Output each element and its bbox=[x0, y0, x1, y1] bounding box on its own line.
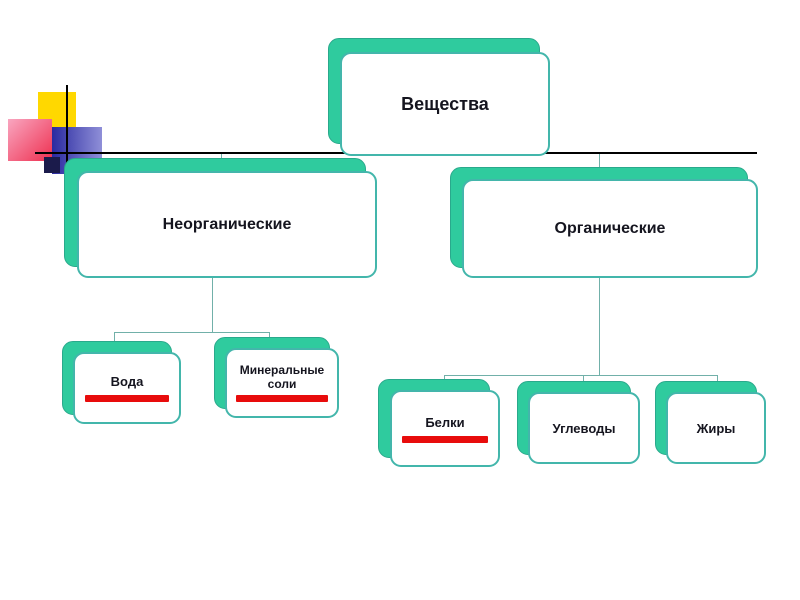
red-underline bbox=[402, 435, 488, 443]
node-mineral-salts: Минеральные соли bbox=[214, 337, 339, 418]
node-label: Вода bbox=[110, 374, 144, 389]
connector-line bbox=[599, 154, 600, 179]
node-face: Жиры bbox=[666, 392, 766, 464]
node-face: Вода bbox=[73, 352, 181, 424]
node-carbohydrates: Углеводы bbox=[517, 381, 640, 464]
connector-line bbox=[599, 278, 600, 375]
node-organic: Органические bbox=[450, 167, 758, 278]
node-inorganic: Неорганические bbox=[64, 158, 377, 278]
connector-line bbox=[444, 375, 718, 376]
connector-line bbox=[114, 332, 270, 333]
node-proteins: Белки bbox=[378, 379, 500, 467]
node-face: Вещества bbox=[340, 52, 550, 156]
decoration-square-navy bbox=[44, 157, 60, 173]
node-face: Минеральные соли bbox=[225, 348, 339, 418]
node-face: Неорганические bbox=[77, 171, 377, 278]
decoration-square-pink bbox=[8, 119, 52, 161]
node-fats: Жиры bbox=[655, 381, 766, 464]
red-underline bbox=[85, 395, 169, 402]
node-face: Белки bbox=[390, 390, 500, 467]
node-label: Белки bbox=[425, 414, 465, 430]
node-label: Вещества bbox=[401, 93, 489, 114]
node-water: Вода bbox=[62, 341, 181, 424]
node-label: Неорганические bbox=[162, 215, 292, 233]
node-label: Жиры bbox=[696, 420, 736, 436]
node-label: Органические bbox=[554, 219, 666, 237]
node-label: Углеводы bbox=[552, 420, 616, 436]
node-substances: Вещества bbox=[328, 38, 550, 158]
node-label: Минеральные соли bbox=[239, 362, 325, 391]
decoration-vertical-line bbox=[66, 85, 68, 173]
node-face: Углеводы bbox=[528, 392, 640, 464]
node-face: Органические bbox=[462, 179, 758, 278]
connector-line bbox=[212, 278, 213, 332]
red-underline bbox=[236, 395, 328, 403]
